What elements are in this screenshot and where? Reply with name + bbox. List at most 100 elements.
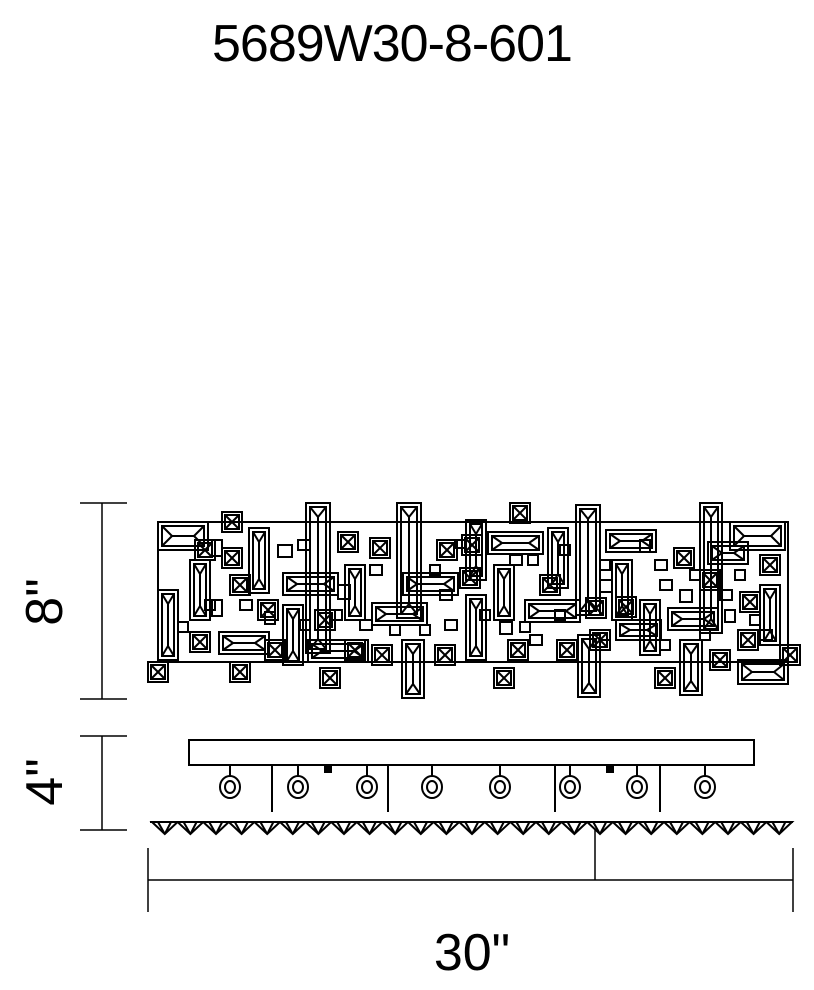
frame-cell xyxy=(337,584,351,600)
crystal-drop xyxy=(635,821,667,836)
frame-cell xyxy=(527,554,539,566)
frame-cell xyxy=(419,624,431,636)
crystal-square xyxy=(737,629,759,651)
crystal-bar-vertical xyxy=(396,502,422,619)
frame-cell xyxy=(689,569,701,581)
crystal-drop xyxy=(584,821,616,836)
frame-cell xyxy=(177,621,189,633)
bulb xyxy=(219,765,241,799)
bulb xyxy=(421,765,443,799)
frame-cell xyxy=(359,619,373,631)
frame-cell xyxy=(654,559,668,571)
crystal-square xyxy=(194,539,216,561)
frame-cell xyxy=(699,629,711,641)
frame-cell xyxy=(499,621,513,635)
bulb xyxy=(559,765,581,799)
crystal-bar-vertical xyxy=(679,639,703,696)
crystal-drop xyxy=(661,821,693,836)
frame-cell xyxy=(264,611,276,625)
crystal-square xyxy=(759,554,781,576)
frame-cell xyxy=(204,599,216,611)
crystal-drop xyxy=(533,821,565,836)
crystal-square xyxy=(699,569,721,591)
frame-cell xyxy=(599,559,611,571)
crystal-drop xyxy=(200,821,232,836)
crystal-square xyxy=(709,649,731,671)
crystal-drop xyxy=(405,821,437,836)
crystal-square xyxy=(556,639,578,661)
crystal-bar-horizontal xyxy=(157,521,209,551)
frame-cell xyxy=(277,544,293,558)
frame-cell xyxy=(444,619,458,631)
crystal-square xyxy=(739,591,761,613)
crystal-bar-vertical xyxy=(639,599,661,656)
bulb xyxy=(489,765,511,799)
crystal-bar-vertical xyxy=(344,564,366,621)
crystal-square xyxy=(507,639,529,661)
frame-cell xyxy=(734,569,746,581)
frame-cell xyxy=(211,539,223,557)
crystal-square xyxy=(539,574,561,596)
crystal-square xyxy=(221,547,243,569)
crystal-drop xyxy=(610,821,641,836)
crystal-square xyxy=(615,596,637,618)
crystal-bar-vertical xyxy=(282,604,304,666)
crystal-drop xyxy=(175,821,206,836)
crystal-square xyxy=(654,667,676,689)
frame-cell xyxy=(479,609,491,621)
crystal-bar-horizontal xyxy=(667,607,719,631)
frame-cell xyxy=(369,564,383,576)
side-view xyxy=(149,739,795,836)
frame-cell xyxy=(299,619,311,631)
crystal-drop xyxy=(712,821,744,836)
frame-cell xyxy=(389,624,401,636)
crystal-bar-horizontal xyxy=(402,572,459,596)
width-label: 30" xyxy=(434,924,510,982)
bulb xyxy=(626,765,648,799)
frame-cell xyxy=(454,539,466,549)
crystal-drop xyxy=(277,821,309,836)
crystal-bar-horizontal xyxy=(615,619,662,641)
crystal-drop xyxy=(763,821,795,836)
frame-cell xyxy=(599,579,613,593)
frame-cell xyxy=(679,589,693,603)
crystal-bar-horizontal xyxy=(524,599,581,623)
height-dimension-front xyxy=(80,502,127,700)
height-label-side: 4" xyxy=(16,758,74,805)
frame-cell xyxy=(554,609,566,621)
crystal-bar-vertical xyxy=(493,564,515,621)
crystal-drop xyxy=(559,821,590,836)
frame-cell xyxy=(759,629,773,641)
crystal-drop xyxy=(687,821,718,836)
crystal-drop xyxy=(354,821,385,836)
crystal-bar-horizontal xyxy=(487,531,544,555)
crystal-square xyxy=(461,534,483,556)
crystal-bar-vertical xyxy=(759,584,781,646)
height-dimension-side xyxy=(80,735,127,831)
frame-cell xyxy=(749,614,761,626)
bulb xyxy=(287,765,309,799)
crystal-square xyxy=(369,537,391,559)
crystal-bar-horizontal xyxy=(218,631,270,655)
crystal-square xyxy=(229,661,251,683)
crystal-square xyxy=(673,547,695,569)
frame-cell xyxy=(719,589,733,601)
crystal-bar-vertical xyxy=(157,589,179,661)
crystal-drop xyxy=(738,821,769,836)
frame-cell xyxy=(297,539,311,551)
crystal-square xyxy=(459,567,481,589)
crystal-square xyxy=(229,574,251,596)
crystal-drop xyxy=(226,821,257,836)
crystal-bar-horizontal xyxy=(707,541,749,565)
frame-cell xyxy=(329,609,343,621)
bulb xyxy=(356,765,378,799)
crystal-bar-vertical xyxy=(465,594,487,661)
bulb xyxy=(694,765,716,799)
frame-cell xyxy=(559,544,571,556)
frame-cell xyxy=(659,579,673,591)
crystal-square xyxy=(319,667,341,689)
crystal-bar-vertical xyxy=(248,527,270,594)
frame-cell xyxy=(529,634,543,646)
crystal-square xyxy=(434,644,456,666)
